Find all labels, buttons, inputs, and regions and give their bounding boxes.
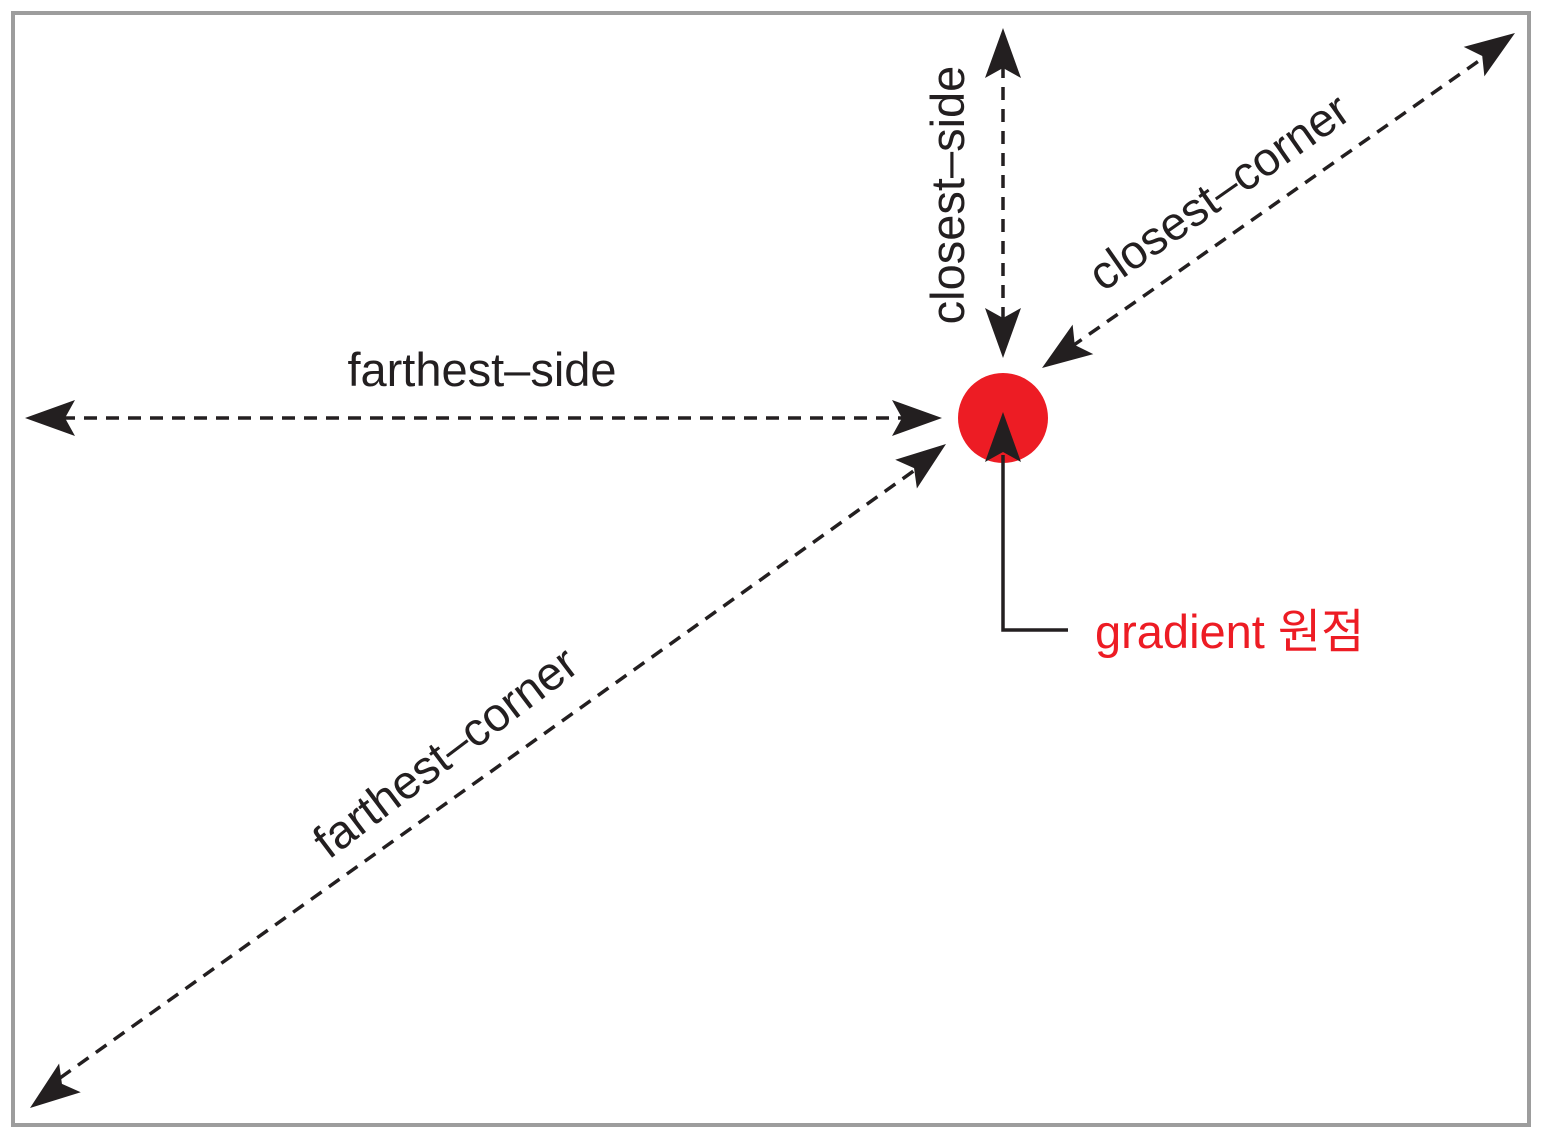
origin-callout-arrow: [985, 412, 1068, 632]
farthest-side-label: farthest–side: [347, 343, 616, 396]
gradient-origin-label: gradient 원점: [1095, 605, 1364, 658]
frame: [11, 11, 1531, 1127]
farthest-side-arrow: [25, 400, 942, 436]
closest-side-label: closest–side: [921, 66, 974, 325]
closest-corner-arrow: [1031, 18, 1526, 383]
